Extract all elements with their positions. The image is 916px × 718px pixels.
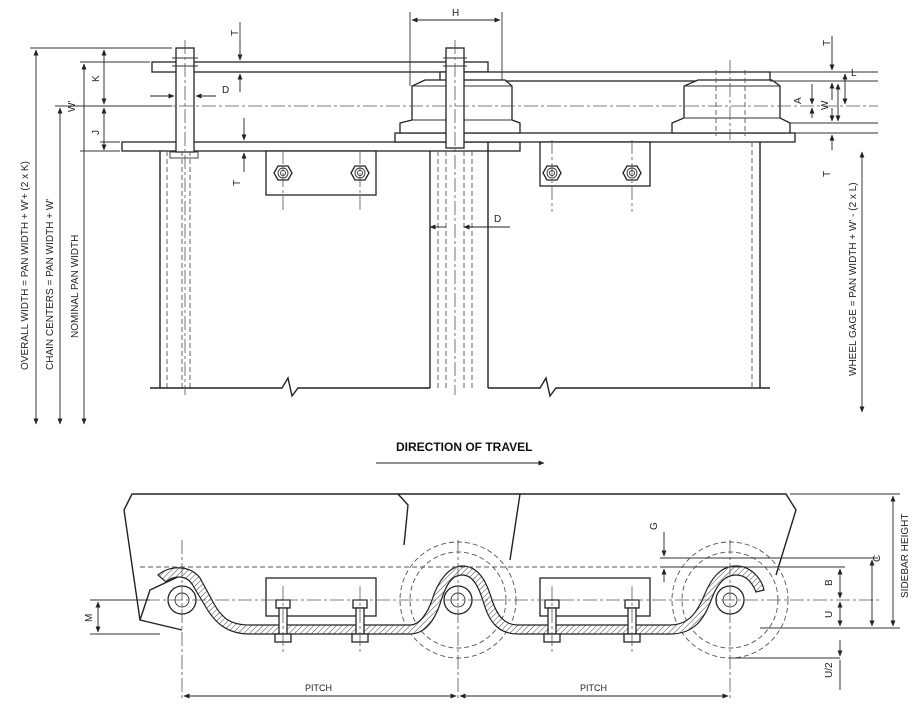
direction-label: DIRECTION OF TRAVEL	[396, 440, 532, 454]
h-label: H	[452, 8, 459, 19]
pan-outline-right	[398, 493, 521, 561]
side-view: G B U U/2 C SIDEBAR HEIGHT M PITCH PITCH	[84, 493, 911, 700]
g-label: G	[649, 522, 660, 530]
break-line-right	[488, 376, 770, 398]
b-label: B	[824, 579, 835, 586]
top-view: OVERALL WIDTH = PAN WIDTH + W'+ (2 x K) …	[20, 8, 878, 425]
break-line-left	[150, 376, 430, 398]
overall-width-label: OVERALL WIDTH = PAN WIDTH + W'+ (2 x K)	[20, 161, 31, 370]
a-label: A	[793, 97, 804, 104]
direction-of-travel: DIRECTION OF TRAVEL	[376, 440, 545, 466]
chain-centers-label: CHAIN CENTERS = PAN WIDTH + W'	[45, 199, 56, 370]
t-label-top: T	[230, 30, 241, 36]
pitch-label-right: PITCH	[580, 683, 607, 693]
k-label: K	[91, 75, 102, 82]
u-label: U	[824, 611, 835, 618]
wheel-gage-label: WHEEL GAGE = PAN WIDTH + W' - (2 x L)	[848, 182, 859, 376]
upper-link-plate-right	[439, 71, 771, 82]
u2-label: U/2	[824, 662, 835, 678]
t-label-right-upper: T	[822, 40, 833, 46]
upper-link-plate	[151, 61, 489, 73]
w1-label: W'	[67, 101, 78, 112]
j-label: J	[91, 130, 102, 135]
d-label-top: D	[222, 85, 229, 96]
m-label: M	[84, 614, 95, 622]
t-label-right-lower: T	[822, 171, 833, 177]
right-wheel	[671, 79, 791, 134]
l-label: L	[851, 68, 857, 79]
sidebar-height-label: SIDEBAR HEIGHT	[900, 514, 911, 598]
nominal-pan-width-label: NOMINAL PAN WIDTH	[70, 235, 81, 338]
t-label-left: T	[232, 180, 243, 186]
w-label: W	[820, 100, 831, 110]
c-label: C	[872, 555, 883, 562]
pitch-label-left: PITCH	[305, 683, 332, 693]
d-label-lower: D	[494, 214, 501, 225]
